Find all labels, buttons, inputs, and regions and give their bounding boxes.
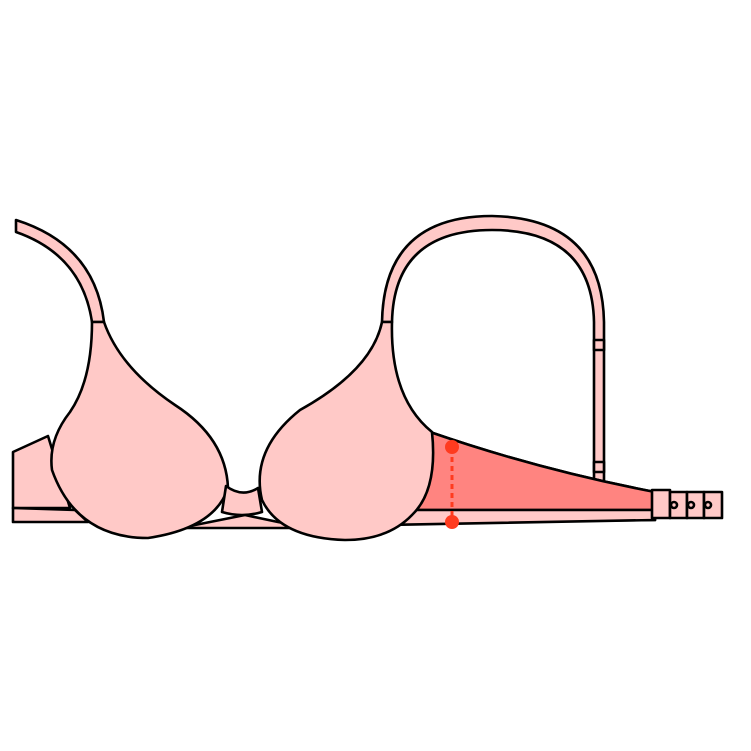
side-wing-height-measurement [445,440,459,529]
center-gore [220,484,264,517]
strap-adjuster-top [592,338,606,352]
closure-hook-1 [668,490,689,520]
closure-hook-2 [685,490,706,520]
closure-tab [650,488,672,520]
left-shoulder-strap [14,218,106,324]
hook-eye-closure [650,488,724,520]
left-cup [50,320,230,540]
measurement-end-point [445,515,459,529]
closure-hook-3 [702,490,724,520]
closure-eye-2 [686,500,696,510]
left-side-band [11,434,72,510]
measurement-start-point [445,440,459,454]
closure-eye-1 [669,500,679,510]
closure-eye-3 [703,500,713,510]
strap-adjuster-bottom [592,460,606,474]
right-cup [258,320,435,542]
